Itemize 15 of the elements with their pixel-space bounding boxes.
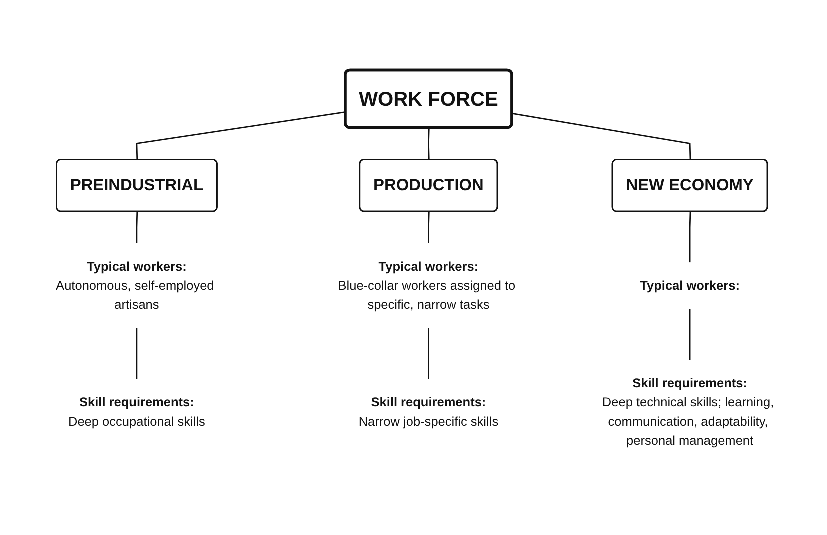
node-text: Skill requirements: Deep technical skills; learning, communication, adaptability, personal management [602,376,774,448]
connector [428,328,430,380]
node-text: Typical workers: Autonomous, self-employed artisans [56,259,214,312]
connector [428,128,430,160]
connector [136,112,346,160]
connector [512,113,692,160]
node-text: Typical workers: Blue-collar workers assigned to specific, narrow tasks [338,259,516,312]
connector [689,309,691,360]
connector [428,212,430,244]
connector [136,212,138,244]
node-text: Typical workers: [640,278,740,294]
connector [689,212,692,263]
node-text: Skill requirements: Deep occupational skills [68,395,206,429]
connector [136,328,138,380]
node-text: Skill requirements: Narrow job-specific skills [358,395,499,429]
